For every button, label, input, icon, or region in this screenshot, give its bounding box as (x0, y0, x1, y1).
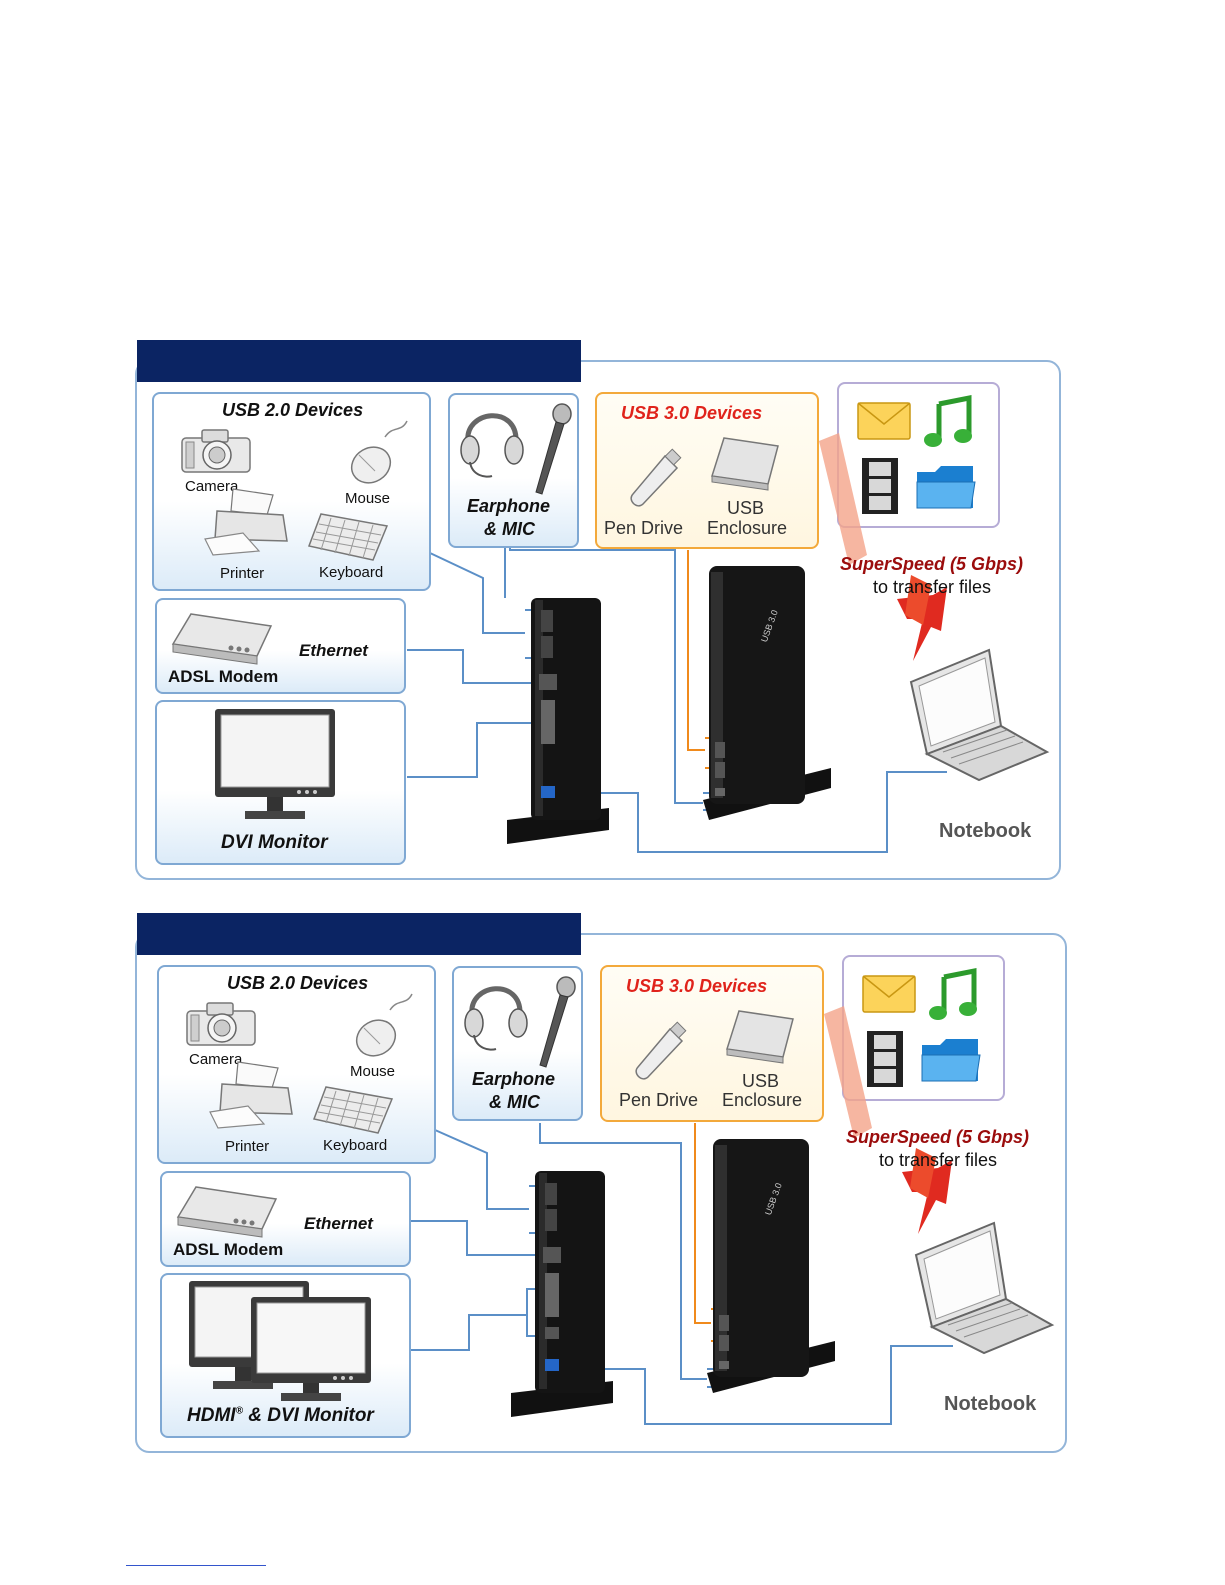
headphone-icon (460, 413, 524, 478)
camera-icon (186, 1002, 256, 1046)
camera-icon (181, 429, 251, 473)
usb2-devices-box (152, 392, 431, 591)
keyboard-icon (307, 513, 389, 561)
headphone-icon (464, 986, 528, 1051)
pen-drive-label: Pen Drive (619, 1090, 699, 1110)
folder-icon (921, 1039, 981, 1082)
panel-title-bar (137, 913, 581, 955)
monitor-label: DVI Monitor (221, 832, 328, 853)
film-icon (867, 1031, 903, 1087)
adsl-modem-icon (176, 1186, 278, 1238)
mouse-label: Mouse (345, 490, 391, 507)
email-icon (857, 402, 911, 440)
usb2-devices-title: USB 2.0 Devices (222, 400, 364, 420)
docking-station-front-icon (511, 1171, 613, 1417)
monitor-label-prefix: HDMI (187, 1405, 236, 1426)
panel-title-bar (137, 340, 581, 382)
usb-enclosure-label-line2: Enclosure (722, 1090, 803, 1110)
usb3-devices-title: USB 3.0 Devices (626, 976, 768, 996)
adsl-modem-label: ADSL Modem (168, 667, 279, 686)
printer-icon (209, 1061, 293, 1129)
camera-label: Camera (189, 1051, 243, 1068)
microphone-icon (539, 976, 576, 1068)
diagram-panel-2: USB 2.0 Devices Camera Mouse Printer Key… (135, 913, 1070, 1458)
usb3-devices-box (595, 392, 819, 549)
monitor-label-reg: ® (235, 1405, 243, 1417)
usb-enclosure-icon (711, 437, 779, 491)
film-icon (862, 458, 898, 514)
mouse-icon (350, 420, 408, 484)
docking-station-side-icon (703, 566, 831, 820)
usb-enclosure-label-line1: USB (727, 498, 765, 518)
printer-icon (204, 488, 288, 556)
mouse-label: Mouse (350, 1063, 396, 1080)
keyboard-icon (312, 1086, 394, 1134)
usb3-devices-title: USB 3.0 Devices (621, 403, 763, 423)
dual-monitor-icon (189, 1281, 371, 1401)
earphone-label-line1: Earphone (467, 496, 551, 516)
transfer-label: to transfer files (873, 577, 992, 597)
monitor-label-suffix: & DVI Monitor (242, 1405, 374, 1426)
mouse-icon (355, 993, 413, 1057)
docking-station-side-icon (707, 1139, 835, 1393)
footnote-rule (126, 1565, 266, 1566)
adsl-modem-icon (171, 613, 273, 665)
ethernet-label: Ethernet (304, 1214, 373, 1233)
email-icon (862, 975, 916, 1013)
monitor-icon (215, 709, 335, 819)
printer-label: Printer (225, 1138, 270, 1155)
pen-drive-label: Pen Drive (604, 518, 684, 538)
usb-enclosure-label-line1: USB (742, 1071, 780, 1091)
monitor-label: HDMI® & DVI Monitor (187, 1405, 374, 1427)
notebook-icon (909, 648, 1050, 782)
earphone-label-line2: & MIC (489, 1092, 540, 1112)
superspeed-label: SuperSpeed (5 Gbps) (846, 1127, 1030, 1147)
notebook-label: Notebook (944, 1393, 1037, 1415)
notebook-label: Notebook (939, 820, 1032, 842)
music-icon (929, 967, 977, 1020)
pen-drive-icon (630, 448, 682, 507)
camera-label: Camera (185, 478, 239, 495)
folder-icon (916, 466, 976, 509)
transfer-arrow-icon (819, 433, 947, 661)
usb-enclosure-label-line2: Enclosure (707, 518, 788, 538)
transfer-arrow-icon (824, 1006, 952, 1234)
earphone-label-line2: & MIC (484, 519, 535, 539)
microphone-icon (535, 403, 572, 495)
pen-drive-icon (635, 1021, 687, 1080)
notebook-icon (914, 1221, 1055, 1355)
transfer-label: to transfer files (879, 1150, 998, 1170)
ethernet-label: Ethernet (299, 641, 368, 660)
keyboard-label: Keyboard (323, 1137, 388, 1154)
adsl-modem-label: ADSL Modem (173, 1240, 284, 1259)
diagram-panel-1: USB 2.0 Devices Camera Mouse Printer Key… (135, 340, 1065, 885)
usb2-devices-title: USB 2.0 Devices (227, 973, 369, 993)
keyboard-label: Keyboard (319, 564, 384, 581)
usb2-devices-box (157, 965, 436, 1164)
printer-label: Printer (220, 565, 265, 582)
docking-station-front-icon (507, 598, 609, 844)
music-icon (924, 394, 972, 447)
superspeed-label: SuperSpeed (5 Gbps) (840, 554, 1024, 574)
usb-enclosure-icon (726, 1010, 794, 1064)
earphone-label-line1: Earphone (472, 1069, 556, 1089)
